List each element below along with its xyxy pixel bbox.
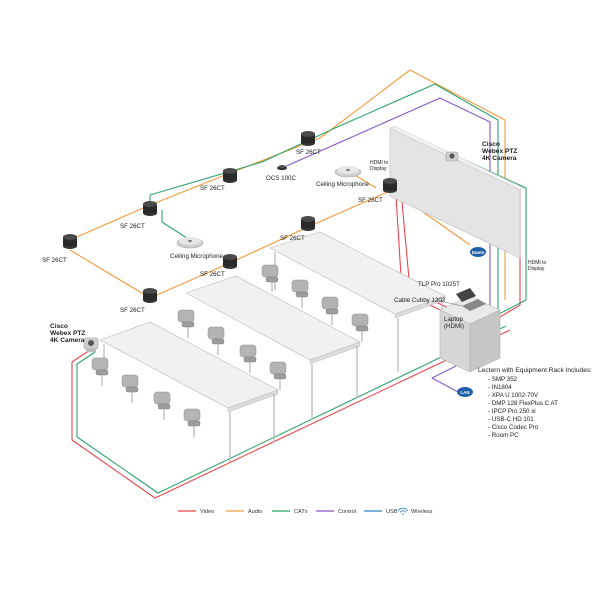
- ceiling-speakers: [63, 131, 397, 303]
- laptop-device: [462, 299, 486, 311]
- speaker-3: [223, 168, 237, 183]
- rear-camera: [445, 151, 459, 162]
- catx-wire-loop: [149, 83, 499, 310]
- lectern-item: - USB-C HD 101: [488, 416, 534, 423]
- chair: [183, 408, 201, 437]
- labels: SF 26CT SF 26CT SF 26CT SF 26CT SF 26CT …: [42, 141, 592, 439]
- chair: [269, 361, 287, 390]
- catx-wire-ceiling-mic: [161, 210, 191, 241]
- table-row-middle: [185, 275, 361, 420]
- lectern-item: - SMP 352: [488, 376, 518, 383]
- tlp-label: TLP Pro 1025T: [418, 281, 460, 288]
- display-screen: [389, 125, 525, 259]
- legend-label-catx: CATx: [294, 509, 308, 515]
- chair: [239, 344, 257, 373]
- lectern-item: - Room PC: [488, 432, 519, 439]
- dante-badge-text: Dante: [472, 250, 485, 255]
- chair: [91, 357, 109, 386]
- chair: [351, 313, 369, 342]
- front-camera-label: 4K Camera: [50, 337, 85, 344]
- lan-badge-text: LAN: [460, 390, 469, 395]
- ceiling-microphone-right: [334, 166, 362, 178]
- legend-label-video: Video: [200, 509, 214, 515]
- dante-badge: Dante: [470, 247, 486, 257]
- front-camera-label: Webex PTZ: [50, 330, 85, 337]
- ocs-label: OCS 100C: [266, 175, 296, 182]
- table-row-back: [269, 231, 446, 372]
- chairs: [91, 264, 369, 437]
- speaker-label: SF 26CT: [296, 149, 321, 156]
- legend-label-audio: Audio: [248, 509, 262, 515]
- cable-cubby-label: Cable Cubby 1202: [394, 297, 446, 304]
- legend-label-usb: USB: [386, 509, 398, 515]
- hdmi-display-label-2: Display: [528, 266, 545, 272]
- front-camera-label: Cisco: [50, 323, 68, 330]
- lectern-item: - IN1804: [488, 384, 512, 391]
- rear-camera-label: Cisco: [482, 141, 500, 148]
- ceiling-mic-label-left: Ceiling Microphone: [170, 253, 224, 260]
- speaker-label: SF 26CT: [200, 185, 225, 192]
- speaker-label: SF 26CT: [42, 257, 67, 264]
- lectern-item: - Cisco Codec Pro: [488, 424, 539, 431]
- lectern-item: - IPCP Pro 250 xi: [488, 408, 536, 415]
- rear-camera-label: Webex PTZ: [482, 148, 517, 155]
- speaker-1: [63, 234, 77, 249]
- ceiling-microphone-left: [176, 237, 204, 249]
- lectern-item: - DMP 128 FlexPlus C AT: [488, 400, 558, 407]
- chair: [261, 264, 279, 292]
- wifi-icon: [397, 507, 409, 515]
- speaker-label: SF 26CT: [200, 271, 225, 278]
- hdmi-display-label-1: Display: [370, 166, 387, 172]
- lectern: [439, 288, 501, 373]
- speaker-label: SF 26CT: [358, 197, 383, 204]
- speaker-label: SF 26CT: [120, 307, 145, 314]
- speaker-label: SF 26CT: [280, 235, 305, 242]
- laptop-label: Laptop: [444, 316, 463, 323]
- front-camera: [83, 337, 99, 352]
- hdmi-display-label-1: HDMI to: [370, 160, 389, 166]
- speaker-7: [301, 216, 315, 231]
- lan-badge: LAN: [457, 387, 473, 397]
- legend: Video Audio CATx Control USB Wireless: [178, 507, 433, 515]
- chair: [177, 309, 195, 338]
- video-wire-front-camera: [71, 329, 511, 499]
- lectern-title: Lectern with Equipment Rack Includes:: [478, 367, 592, 374]
- speaker-8: [383, 178, 397, 193]
- chair: [291, 279, 309, 308]
- legend-label-wireless: Wireless: [411, 509, 433, 515]
- ceiling-mic-label-right: Ceiling Microphone: [316, 181, 370, 188]
- chair: [121, 374, 139, 403]
- table-row-front: [99, 321, 279, 462]
- hdmi-display-label-2: HDMI to: [528, 260, 547, 266]
- tlp-touch-panel: [456, 288, 476, 302]
- speaker-label: SF 26CT: [120, 223, 145, 230]
- tables: [99, 231, 446, 462]
- chair: [207, 326, 225, 355]
- speaker-4: [301, 131, 315, 146]
- chair: [321, 296, 339, 325]
- laptop-label: (HDMI): [444, 323, 464, 330]
- cable-cubby-leader: [435, 299, 463, 307]
- speaker-2: [143, 201, 157, 216]
- speaker-6: [223, 254, 237, 269]
- chair: [153, 391, 171, 420]
- rear-camera-label: 4K Camera: [482, 155, 517, 162]
- speaker-5: [143, 288, 157, 303]
- lan-wire: [431, 359, 469, 393]
- lectern-item: - XPA U 1002-70V: [488, 392, 539, 399]
- occupancy-sensor: [277, 165, 287, 171]
- legend-label-control: Control: [338, 509, 356, 515]
